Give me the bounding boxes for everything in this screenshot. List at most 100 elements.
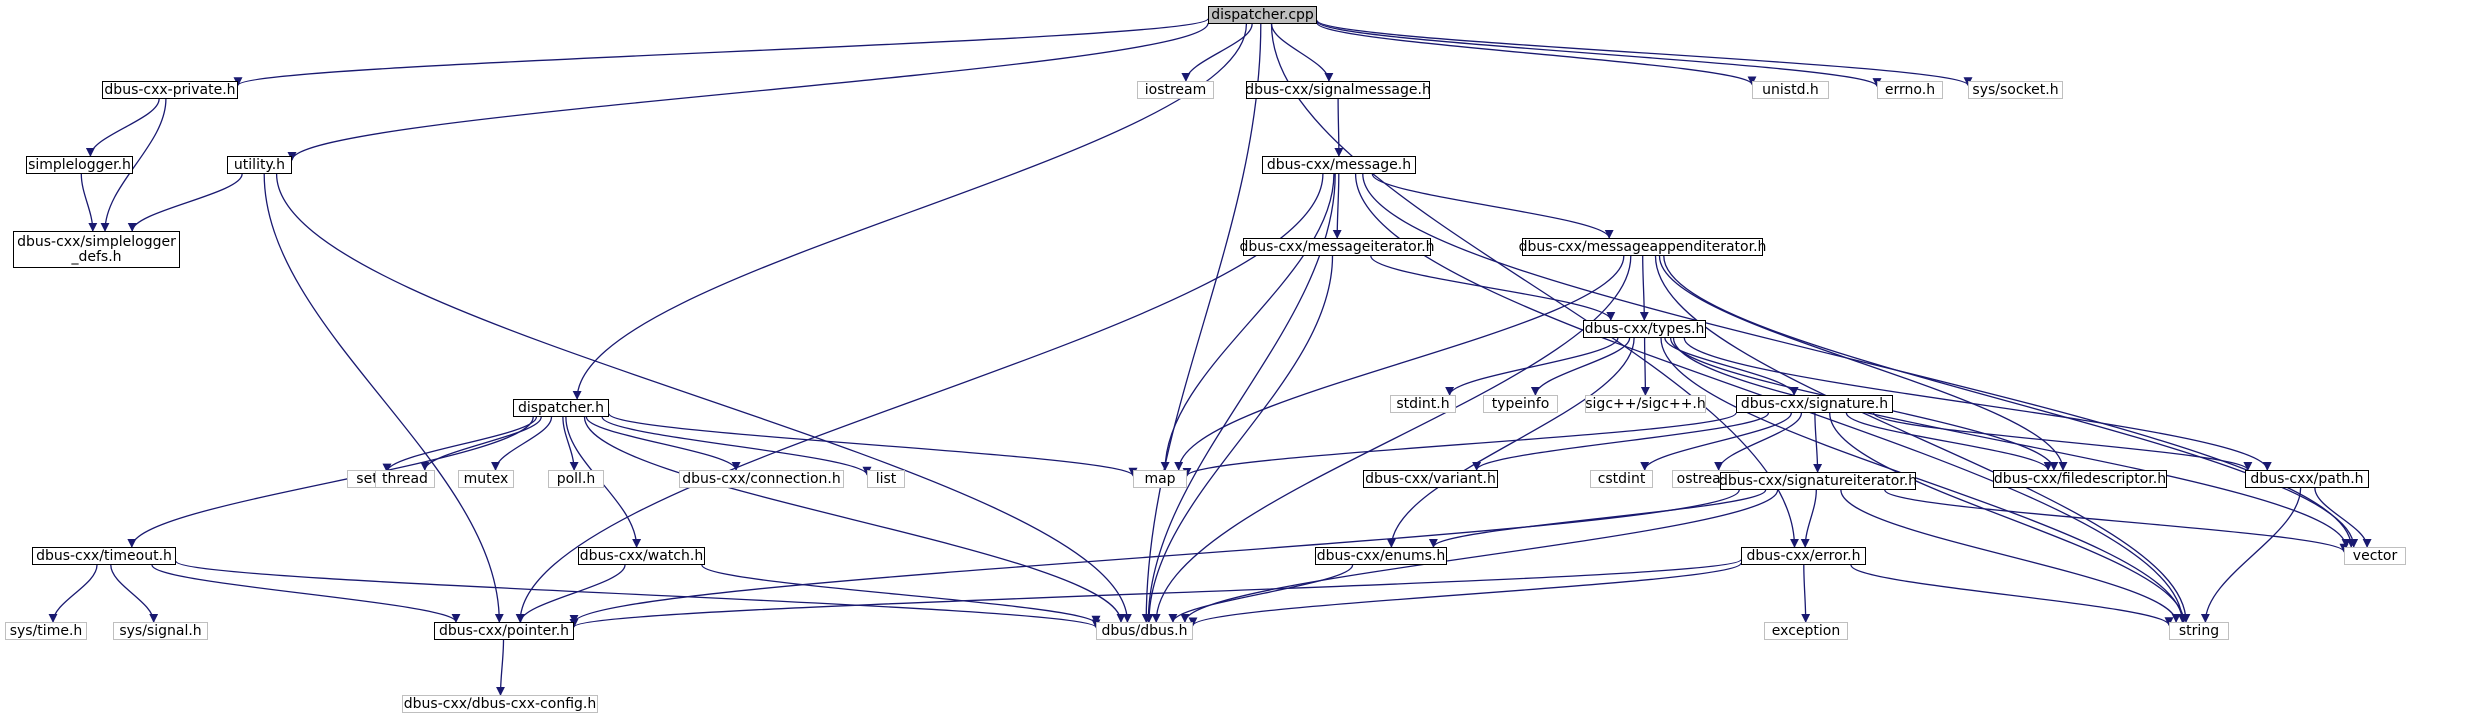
node-list: list — [867, 470, 905, 488]
node-sys-signal-h: sys/signal.h — [113, 622, 208, 640]
node-label: mutex — [463, 470, 509, 487]
node-errno-h: errno.h — [1877, 81, 1943, 99]
node-label: thread — [382, 470, 428, 487]
node-label: set — [356, 470, 378, 487]
edge-messageappenditerator-h-to-filedescriptor-h — [1658, 255, 2068, 471]
edge-dispatcher-h-to-connection-h — [585, 416, 741, 471]
node-map: map — [1133, 470, 1187, 488]
node-sys-time-h: sys/time.h — [5, 622, 87, 640]
edge-dispatcher-cpp-to-dispatcher-h — [572, 23, 1248, 400]
edge-dispatcher-h-to-poll-h — [562, 416, 579, 471]
edge-timeout-h-to-sys-signal-h — [110, 564, 159, 623]
node-label: dbus-cxx/dbus-cxx-config.h — [403, 695, 597, 712]
edge-messageappenditerator-h-to-vector — [1663, 255, 2359, 548]
node-message-h[interactable]: dbus-cxx/message.h — [1262, 156, 1416, 174]
edge-dispatcher-cpp-to-unistd-h — [1316, 22, 1757, 86]
edge-error-h-to-string — [1850, 564, 2174, 627]
edge-dispatcher-h-to-set — [382, 416, 538, 473]
node-label: poll.h — [556, 470, 596, 487]
edge-watch-h-to-pointer-h — [516, 564, 626, 623]
edge-dispatcher-cpp-to-dbus-h — [1141, 23, 1262, 623]
node-mutex: mutex — [458, 470, 514, 488]
node-label: dbus-cxx/messageiterator.h — [1239, 238, 1435, 255]
node-watch-h[interactable]: dbus-cxx/watch.h — [578, 547, 705, 565]
node-label: sigc++/sigc++.h — [1585, 395, 1706, 412]
node-enums-h[interactable]: dbus-cxx/enums.h — [1315, 547, 1447, 565]
node-label: typeinfo — [1491, 395, 1550, 412]
node-variant-h[interactable]: dbus-cxx/variant.h — [1363, 470, 1498, 488]
node-error-h[interactable]: dbus-cxx/error.h — [1741, 547, 1866, 565]
edge-dispatcher-cpp-to-errno-h — [1316, 20, 1882, 88]
edge-messageiterator-h-to-types-h — [1370, 255, 1616, 321]
edge-dispatcher-cpp-to-signalmessage-h — [1270, 23, 1334, 82]
node-label: dbus-cxx/signatureiterator.h — [1718, 472, 1918, 489]
node-types-h[interactable]: dbus-cxx/types.h — [1583, 320, 1706, 338]
node-simplelogger-defs-h[interactable]: dbus-cxx/simplelogger _defs.h — [13, 231, 180, 268]
node-signature-h[interactable]: dbus-cxx/signature.h — [1736, 395, 1893, 413]
edge-signatureiterator-h-to-enums-h — [1429, 489, 1767, 548]
edge-signature-h-to-string — [1829, 412, 2189, 623]
edge-dbus-cxx-private-h-to-simplelogger-defs-h — [100, 98, 167, 232]
node-filedescriptor-h[interactable]: dbus-cxx/filedescriptor.h — [1993, 470, 2167, 488]
edge-messageappenditerator-h-to-map — [1174, 255, 1625, 471]
node-label: dbus-cxx/types.h — [1584, 320, 1705, 337]
node-simplelogger-h[interactable]: simplelogger.h — [26, 156, 133, 174]
edge-dispatcher-h-to-list — [601, 416, 872, 476]
edge-messageiterator-h-to-dbus-h — [1144, 255, 1334, 623]
node-label: string — [2178, 622, 2220, 639]
edge-signature-h-to-map — [1182, 412, 1737, 477]
node-label: dbus/dbus.h — [1101, 622, 1188, 639]
node-label: dispatcher.h — [517, 399, 604, 416]
edge-dispatcher-cpp-to-error-h — [1270, 23, 1799, 548]
node-label: errno.h — [1884, 81, 1936, 98]
node-dbus-cxx-private-h[interactable]: dbus-cxx-private.h — [102, 81, 238, 99]
edge-messageappenditerator-h-to-dbus-h — [1151, 255, 1632, 623]
node-label: simplelogger.h — [28, 156, 131, 173]
node-pointer-h[interactable]: dbus-cxx/pointer.h — [434, 622, 574, 640]
node-label: dispatcher.cpp — [1211, 6, 1314, 23]
node-label: dbus-cxx/enums.h — [1316, 547, 1446, 564]
edge-types-h-to-path-h — [1683, 337, 2272, 471]
edge-error-h-to-dbus-h — [1188, 562, 1742, 627]
edge-timeout-h-to-pointer-h — [151, 564, 461, 623]
edge-signalmessage-h-to-message-h — [1334, 98, 1344, 157]
node-label: dbus-cxx/messageappenditerator.h — [1518, 238, 1767, 255]
edge-dispatcher-h-to-mutex — [491, 416, 553, 471]
edge-types-h-to-signature-h — [1664, 337, 1799, 396]
node-sys-socket-h: sys/socket.h — [1968, 81, 2063, 99]
edge-signature-h-to-cstdint — [1640, 412, 1792, 471]
edge-dbus-cxx-private-h-to-simplelogger-h — [85, 98, 160, 157]
node-dispatcher-h[interactable]: dispatcher.h — [513, 399, 609, 417]
edge-signature-h-to-ostream — [1714, 412, 1803, 471]
node-utility-h[interactable]: utility.h — [227, 156, 292, 174]
node-iostream: iostream — [1137, 81, 1214, 99]
edge-utility-h-to-dbus-h — [275, 173, 1132, 623]
node-signalmessage-h[interactable]: dbus-cxx/signalmessage.h — [1245, 81, 1431, 99]
edge-utility-h-to-simplelogger-defs-h — [127, 173, 243, 232]
node-stdint-h: stdint.h — [1390, 395, 1456, 413]
edge-signature-h-to-filedescriptor-h — [1845, 412, 2053, 471]
node-dispatcher-cpp[interactable]: dispatcher.cpp — [1208, 6, 1317, 24]
edge-signatureiterator-h-to-pointer-h — [569, 489, 1740, 624]
edge-dispatcher-h-to-timeout-h — [127, 416, 534, 548]
node-label: cstdint — [1597, 470, 1646, 487]
node-timeout-h[interactable]: dbus-cxx/timeout.h — [32, 547, 176, 565]
edge-message-h-to-map — [1160, 173, 1335, 471]
edge-dispatcher-cpp-to-dbus-cxx-private-h — [233, 18, 1209, 87]
edge-signatureiterator-h-to-string — [1840, 489, 2181, 623]
node-poll-h: poll.h — [548, 470, 604, 488]
node-label: unistd.h — [1762, 81, 1819, 98]
node-label: stdint.h — [1396, 395, 1450, 412]
node-messageiterator-h[interactable]: dbus-cxx/messageiterator.h — [1239, 238, 1435, 256]
node-cstdint: cstdint — [1590, 470, 1653, 488]
node-messageappenditerator-h[interactable]: dbus-cxx/messageappenditerator.h — [1519, 238, 1766, 256]
node-signatureiterator-h[interactable]: dbus-cxx/signatureiterator.h — [1718, 472, 1918, 490]
edge-types-h-to-stdint-h — [1445, 337, 1619, 396]
node-label: exception — [1771, 622, 1841, 639]
node-typeinfo: typeinfo — [1483, 395, 1558, 413]
edge-message-h-to-vector — [1362, 173, 2356, 548]
node-path-h[interactable]: dbus-cxx/path.h — [2245, 470, 2369, 488]
edge-timeout-h-to-sys-time-h — [48, 564, 98, 623]
edge-signature-h-to-path-h — [1872, 412, 2253, 471]
node-label: dbus-cxx/timeout.h — [36, 547, 172, 564]
